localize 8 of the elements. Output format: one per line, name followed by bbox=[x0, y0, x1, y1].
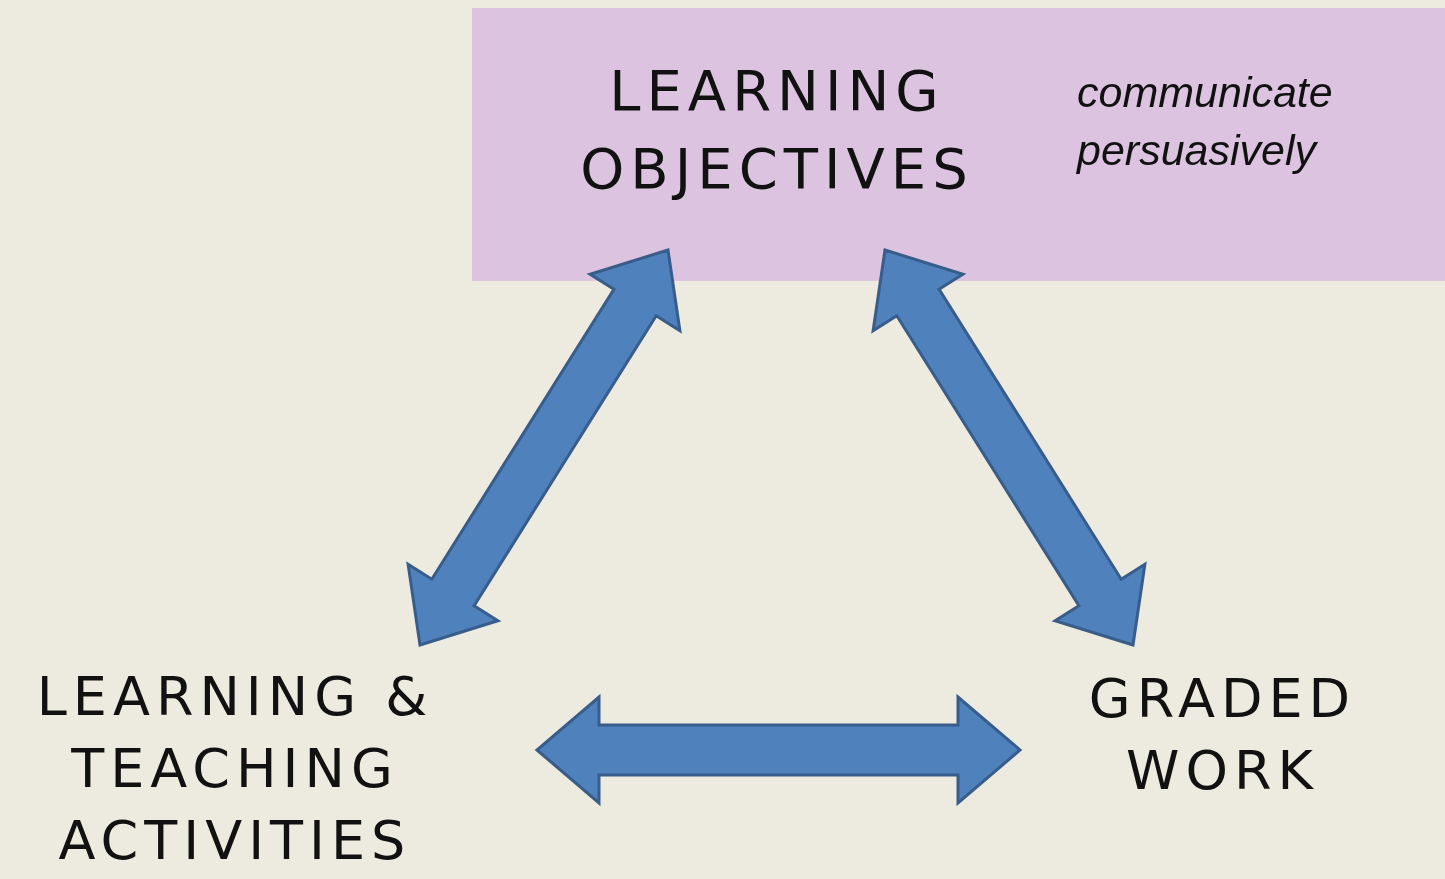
note-text: communicate persuasively bbox=[1077, 67, 1334, 176]
objectives-panel bbox=[472, 8, 1445, 281]
node-title: LEARNING OBJECTIVES bbox=[579, 57, 975, 203]
node-title: LEARNING & TEACHING ACTIVITIES bbox=[35, 664, 435, 874]
block-arrow bbox=[406, 248, 682, 647]
block-arrow bbox=[871, 248, 1147, 647]
block-arrow bbox=[534, 693, 1023, 807]
node-title: GRADED WORK bbox=[1087, 666, 1358, 804]
